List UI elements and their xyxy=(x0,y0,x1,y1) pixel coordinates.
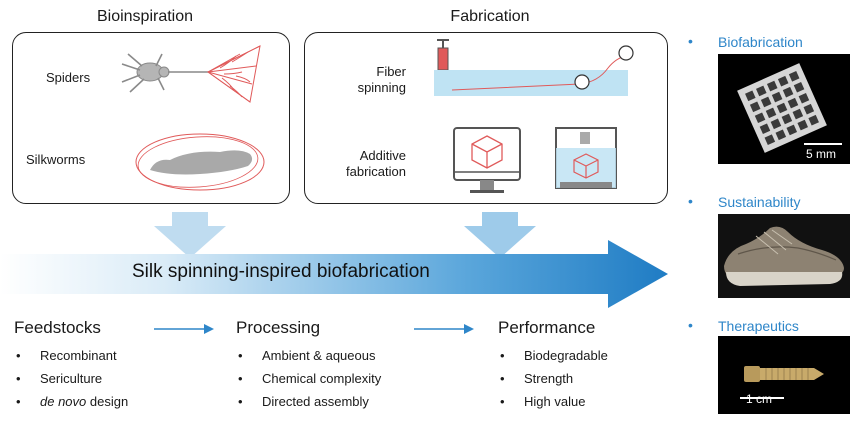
list-item: de novo design xyxy=(14,390,128,413)
monitor-icon xyxy=(453,127,521,193)
therapeutics-label: Therapeutics xyxy=(718,318,799,334)
down-arrow-right xyxy=(464,212,536,258)
3d-printer-icon xyxy=(555,127,617,189)
biofabrication-label: Biofabrication xyxy=(718,34,803,50)
fiber-spinning-label: Fiber spinning xyxy=(334,64,406,96)
performance-list: Biodegradable Strength High value xyxy=(498,344,608,413)
therapeutics-photo: 1 cm xyxy=(718,336,850,414)
silk-screw-image xyxy=(718,336,850,414)
design-text: design xyxy=(89,394,129,409)
list-item: Directed assembly xyxy=(236,390,381,413)
additive-label-line2: fabrication xyxy=(346,164,406,179)
flow-arrow-1 xyxy=(154,324,214,334)
scale-label: 1 cm xyxy=(746,392,773,406)
down-arrow-left xyxy=(154,212,226,258)
sneaker-image xyxy=(718,214,850,298)
spinning-bath xyxy=(434,70,628,96)
flow-arrow-2 xyxy=(414,324,474,334)
list-item: Biodegradable xyxy=(498,344,608,367)
banner-arrow xyxy=(0,240,668,308)
additive-label-line1: Additive xyxy=(359,148,406,163)
fabrication-title: Fabrication xyxy=(450,8,530,25)
spider-web-icon xyxy=(207,45,261,103)
sustainability-label: Sustainability xyxy=(718,194,801,210)
silkworm-icon xyxy=(135,133,265,191)
bioinspiration-title: Bioinspiration xyxy=(96,8,194,25)
list-item: Chemical complexity xyxy=(236,367,381,390)
scale-label: 5 mm xyxy=(806,147,836,161)
fiber-label-line2: spinning xyxy=(357,80,406,95)
fabrication-illustration xyxy=(434,39,634,193)
feedstocks-title: Feedstocks xyxy=(14,318,101,337)
spider-icon xyxy=(121,53,170,93)
de-novo-emphasis: de novo xyxy=(40,394,87,409)
list-item: Strength xyxy=(498,367,608,390)
list-item: Recombinant xyxy=(14,344,128,367)
list-item: Sericulture xyxy=(14,367,128,390)
banner-title: Silk spinning-inspired biofabrication xyxy=(132,261,430,282)
bullet-dot: • xyxy=(688,193,693,209)
list-item: Ambient & aqueous xyxy=(236,344,381,367)
processing-title: Processing xyxy=(236,318,321,337)
bullet-dot: • xyxy=(688,33,693,49)
roller-lower xyxy=(574,74,590,90)
additive-fabrication-label: Additive fabrication xyxy=(322,148,406,180)
scaffold-lattice xyxy=(737,63,842,153)
sustainability-photo xyxy=(718,214,850,298)
spiders-label: Spiders xyxy=(46,70,91,85)
feedstocks-list: Recombinant Sericulture de novo design xyxy=(14,344,128,413)
roller-upper xyxy=(618,45,634,61)
bioinspiration-illustration xyxy=(121,45,265,191)
biofabrication-photo: 5 mm xyxy=(718,54,850,164)
list-item: High value xyxy=(498,390,608,413)
bullet-dot: • xyxy=(688,317,693,333)
processing-list: Ambient & aqueous Chemical complexity Di… xyxy=(236,344,381,413)
silkworms-label: Silkworms xyxy=(26,152,86,167)
performance-title: Performance xyxy=(498,318,596,337)
fiber-label-line1: Fiber xyxy=(376,64,406,79)
